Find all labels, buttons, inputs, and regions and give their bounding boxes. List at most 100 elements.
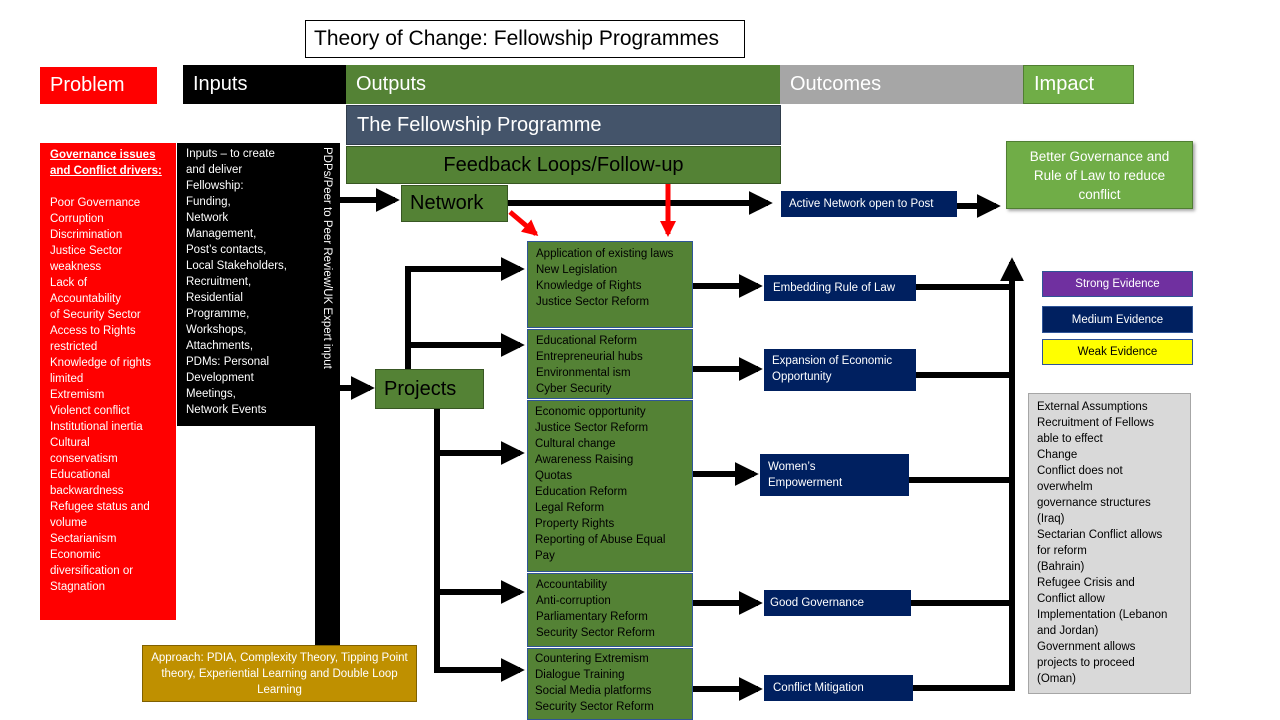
input-item: Development <box>186 372 254 384</box>
input-item: Programme, <box>186 308 250 320</box>
problem-item: backwardness <box>50 485 124 497</box>
input-item: Network Events <box>186 404 267 416</box>
header-problem: Problem <box>40 67 157 104</box>
approach-box: Approach: PDIA, Complexity Theory, Tippi… <box>142 645 417 702</box>
assumption-item: External Assumptions <box>1037 401 1148 413</box>
problem-item: Access to Rights <box>50 325 136 337</box>
input-item: Network <box>186 212 229 224</box>
output-item: New Legislation <box>536 264 618 276</box>
assumption-item: for reform <box>1037 545 1087 557</box>
problem-item: Educational <box>50 469 111 481</box>
output-item: Dialogue Training <box>535 669 625 681</box>
outcome-rule-of-law: Embedding Rule of Law <box>764 275 916 301</box>
output-item: Countering Extremism <box>535 653 649 665</box>
legend-strong-evidence: Strong Evidence <box>1042 271 1193 297</box>
assumption-item: Refugee Crisis and <box>1037 577 1135 589</box>
problem-item: weakness <box>50 261 102 273</box>
problem-heading-1: Governance issues <box>50 149 156 161</box>
problem-item: Extremism <box>50 389 105 401</box>
input-item: Local Stakeholders, <box>186 260 288 272</box>
assumption-item: Conflict does not <box>1037 465 1123 477</box>
output-item: Property Rights <box>535 518 615 530</box>
problem-item: Sectarianism <box>50 533 117 545</box>
legend-medium-evidence: Medium Evidence <box>1042 306 1193 333</box>
outcome-good-governance: Good Governance <box>764 590 911 616</box>
output-item: Anti-corruption <box>536 595 611 607</box>
vertical-input-bar <box>315 143 340 645</box>
output-item: Entrepreneurial hubs <box>536 351 643 363</box>
output-item: Economic opportunity <box>535 406 646 418</box>
problem-item: Discrimination <box>50 229 123 241</box>
projects-upper-branch <box>405 257 525 369</box>
assumption-item: Sectarian Conflict allows <box>1037 529 1163 541</box>
input-item: Inputs – to create <box>186 148 275 160</box>
output-item: Cultural change <box>535 438 616 450</box>
problem-item: Violenct conflict <box>50 405 130 417</box>
assumption-item: (Bahrain) <box>1037 561 1085 573</box>
output-item: Social Media platforms <box>535 685 652 697</box>
output-item: Pay <box>535 550 555 562</box>
input-item: Recruitment, <box>186 276 252 288</box>
output-item: Awareness Raising <box>535 454 634 466</box>
input-item: Fellowship: <box>186 180 244 192</box>
output-item: Legal Reform <box>535 502 605 514</box>
assumption-item: overwhelm <box>1037 481 1093 493</box>
problem-drivers-box: Governance issues and Conflict drivers: … <box>40 143 176 620</box>
projects-lower-trunk <box>434 409 525 682</box>
projects-node: Projects <box>375 369 484 409</box>
header-inputs: Inputs <box>183 65 348 104</box>
output-item: Justice Sector Reform <box>535 422 649 434</box>
input-item: Workshops, <box>186 324 247 336</box>
output-item: Environmental ism <box>536 367 631 379</box>
outcome-economic-opportunity: Expansion of Economic Opportunity <box>764 349 916 391</box>
problem-item: Lack of <box>50 277 88 289</box>
input-item: PDMs: Personal <box>186 356 270 368</box>
assumption-item: governance structures <box>1037 497 1151 509</box>
output-item: Educational Reform <box>536 335 637 347</box>
output-item: Accountability <box>536 579 607 591</box>
output-item: Cyber Security <box>536 383 612 395</box>
output-item: Security Sector Reform <box>536 627 655 639</box>
problem-item: Stagnation <box>50 581 105 593</box>
page-title: Theory of Change: Fellowship Programmes <box>305 20 745 58</box>
problem-item: conservatism <box>50 453 118 465</box>
problem-item: volume <box>50 517 88 529</box>
assumption-item: (Oman) <box>1037 673 1076 685</box>
input-item: and deliver <box>186 164 243 176</box>
programme-banner: The Fellowship Programme <box>346 105 781 145</box>
problem-item: Cultural <box>50 437 90 449</box>
output-item: Reporting of Abuse Equal <box>535 534 666 546</box>
outcome-conflict-mitigation: Conflict Mitigation <box>764 675 913 701</box>
output-item: Education Reform <box>535 486 628 498</box>
assumption-item: (Iraq) <box>1037 513 1065 525</box>
input-item: Post’s contacts, <box>186 244 267 256</box>
problem-item: Knowledge of rights <box>50 357 152 369</box>
problem-item: Economic <box>50 549 101 561</box>
assumption-item: projects to proceed <box>1037 657 1135 669</box>
problem-item: Corruption <box>50 213 104 225</box>
problem-item: restricted <box>50 341 98 353</box>
output-item: Quotas <box>535 470 573 482</box>
feedback-arrow-1 <box>508 210 539 236</box>
problem-item: limited <box>50 373 84 385</box>
problem-item: Accountability <box>50 293 121 305</box>
feedback-banner: Feedback Loops/Follow-up <box>346 146 781 184</box>
input-item: Residential <box>186 292 243 304</box>
legend-weak-evidence: Weak Evidence <box>1042 339 1193 365</box>
output-item: Parliamentary Reform <box>536 611 648 623</box>
problem-item: Institutional inertia <box>50 421 143 433</box>
output-item: Justice Sector Reform <box>536 296 650 308</box>
problem-item: Justice Sector <box>50 245 123 257</box>
assumption-item: Recruitment of Fellows <box>1037 417 1154 429</box>
impact-box: Better Governance and Rule of Law to red… <box>1006 141 1193 209</box>
problem-item: Refugee status and <box>50 501 150 513</box>
assumption-item: Change <box>1037 449 1078 461</box>
assumption-item: and Jordan) <box>1037 625 1099 637</box>
